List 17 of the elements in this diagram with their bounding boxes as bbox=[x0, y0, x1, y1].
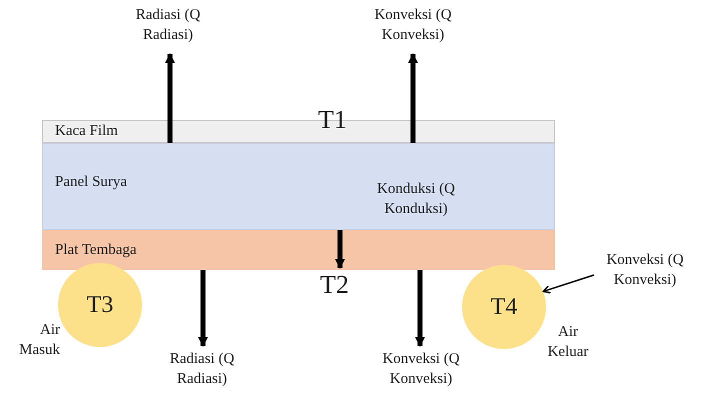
heat-label: Radiasi (Q Radiasi) bbox=[118, 6, 218, 50]
heat-label: Konveksi (Q Konveksi) bbox=[590, 251, 700, 295]
layer-band: Plat Tembaga bbox=[42, 230, 555, 270]
arrow bbox=[542, 274, 594, 294]
arrow bbox=[415, 270, 425, 347]
arrow bbox=[335, 230, 345, 269]
heat-label: Konveksi (Q Konveksi) bbox=[366, 350, 476, 394]
arrow bbox=[198, 270, 208, 347]
heat-label: Konveksi (Q Konveksi) bbox=[360, 6, 466, 50]
edge-label: Konduksi (Q Konduksi) bbox=[376, 180, 456, 218]
temperature-circle: T4 bbox=[462, 265, 546, 349]
arrow bbox=[408, 53, 418, 143]
heat-label: Radiasi (Q Radiasi) bbox=[152, 350, 252, 394]
temperature-label: T2 bbox=[320, 272, 349, 298]
water-flow-label: Air Keluar bbox=[546, 323, 590, 362]
water-flow-label: Air Masuk bbox=[18, 321, 60, 360]
arrow bbox=[165, 53, 175, 143]
